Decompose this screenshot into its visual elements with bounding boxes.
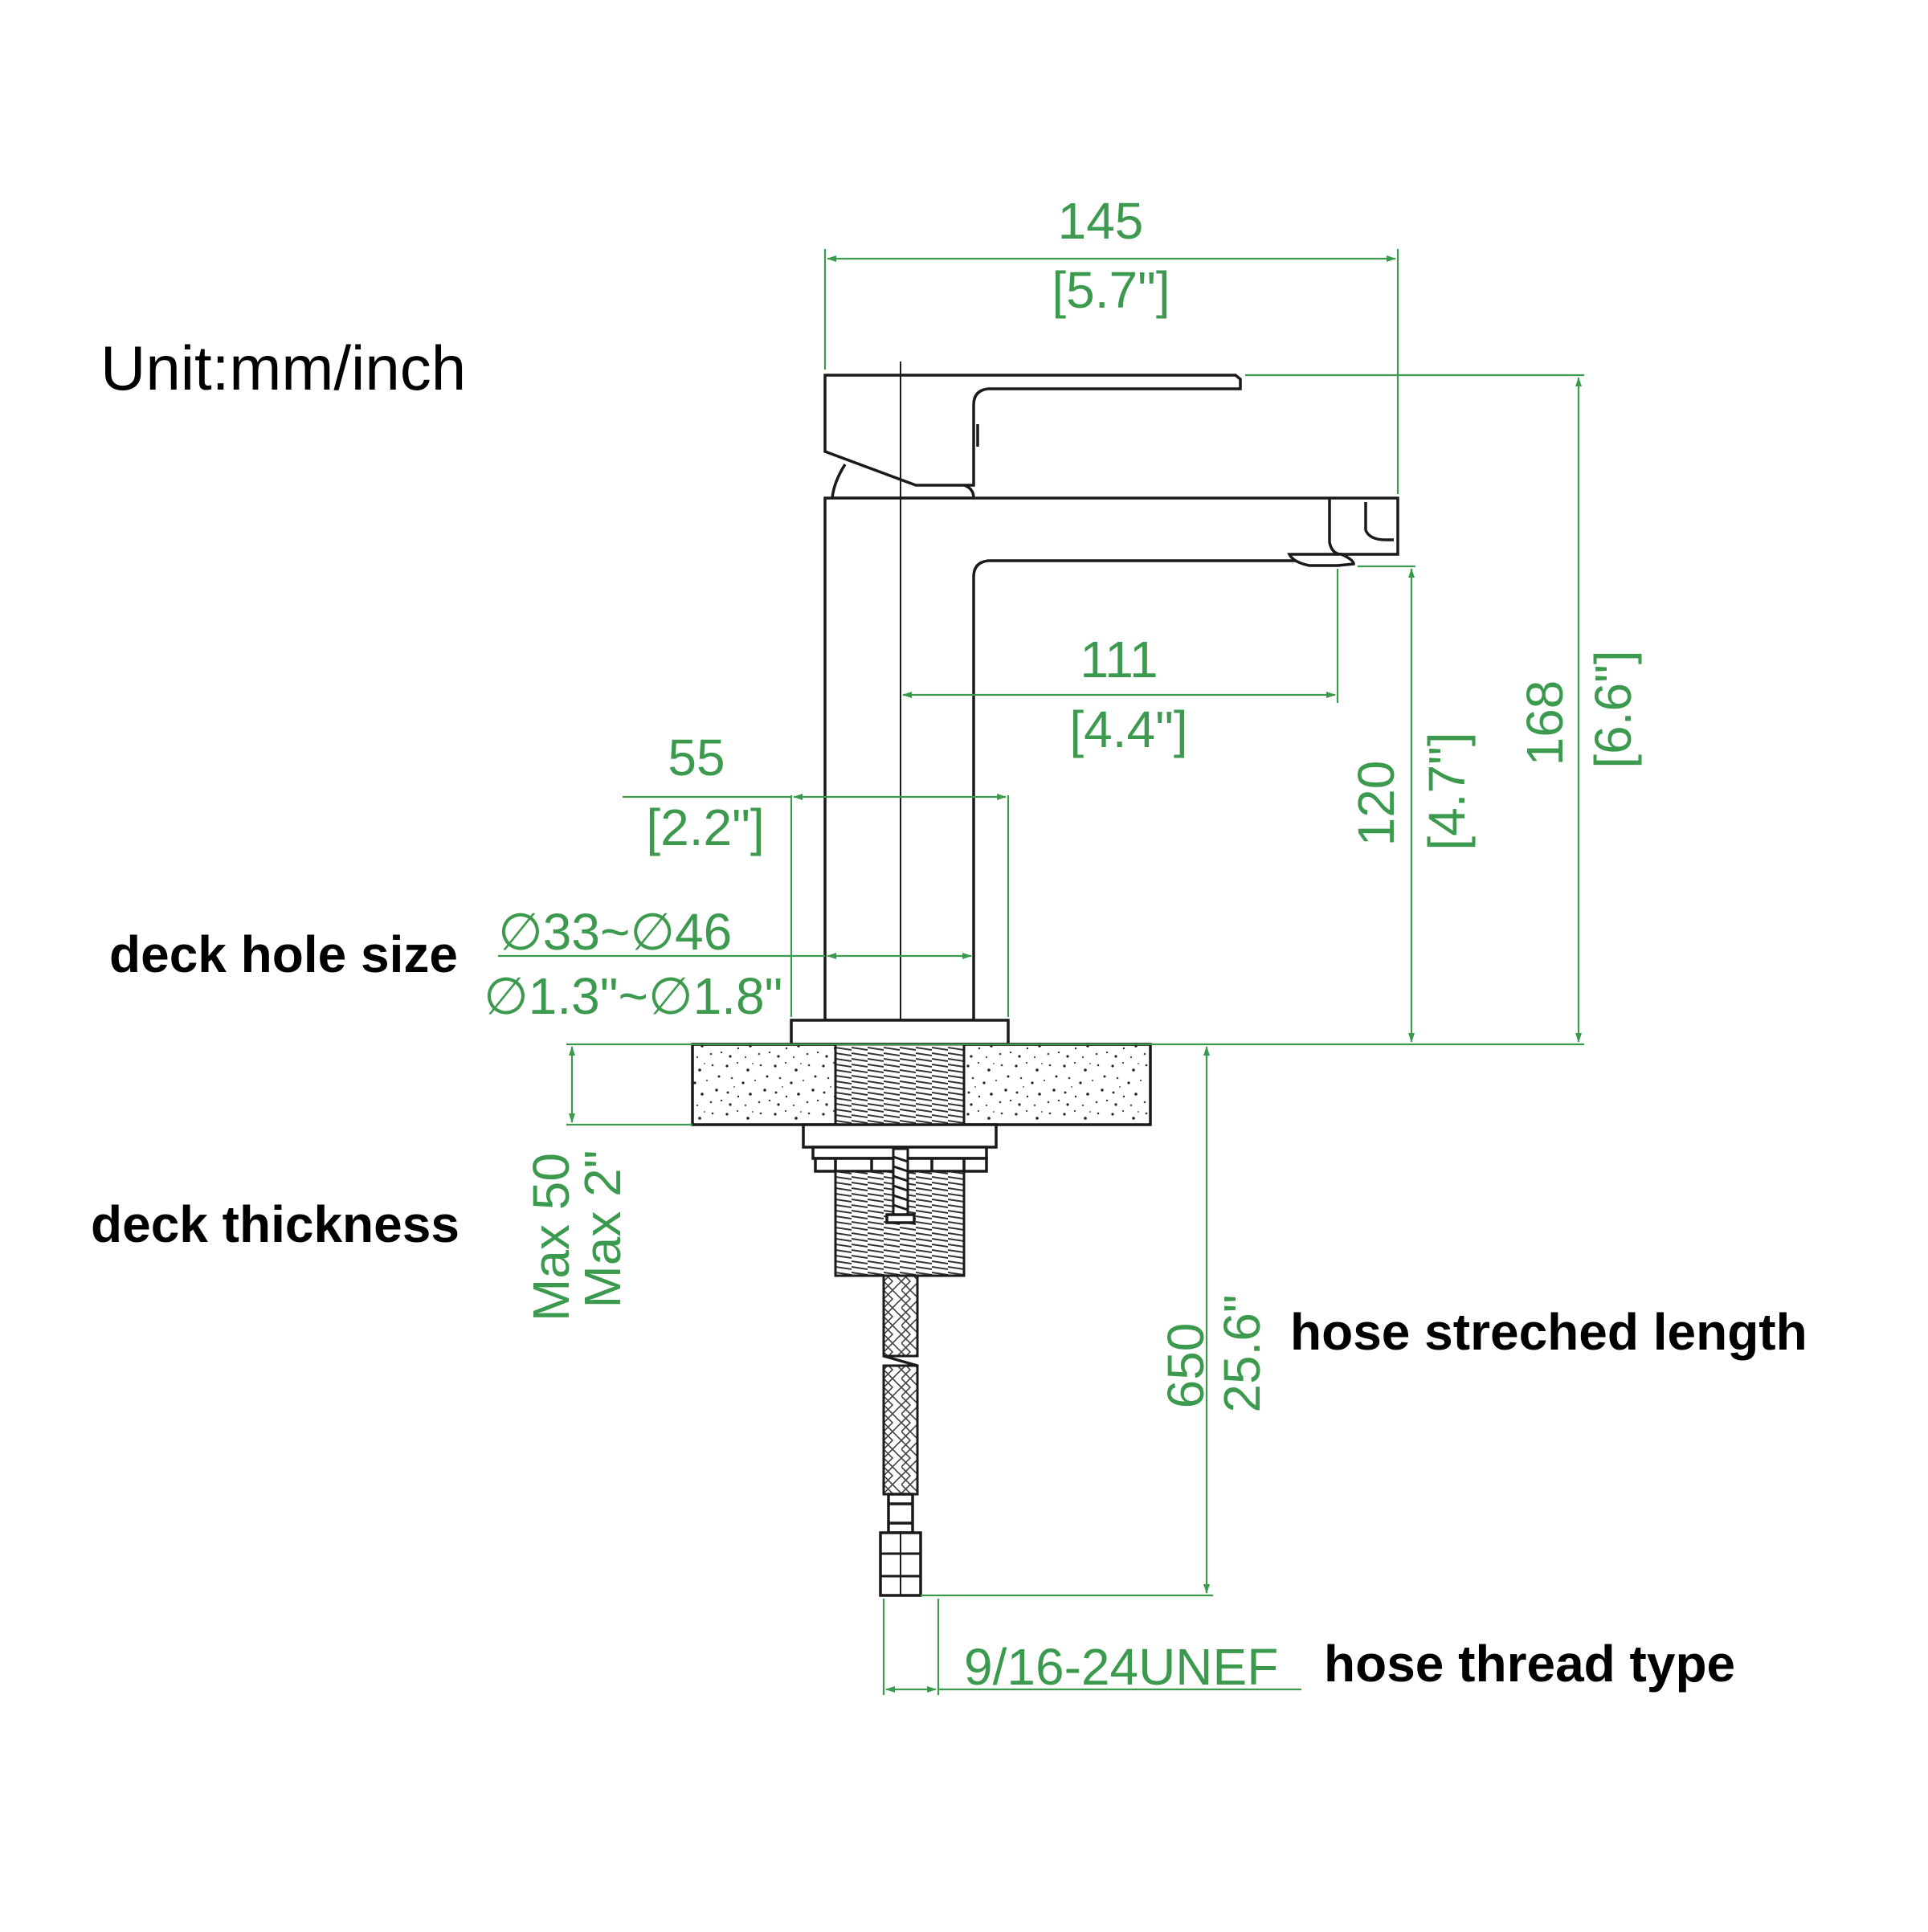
mounting-stud [885,1147,916,1224]
dim-spout-height-mm: 120 [1347,761,1405,847]
dim-hose-length-in: 25.6" [1213,1294,1271,1412]
dim-total-height-in: [6.6"] [1584,650,1642,768]
dim-deck-thickness-in: Max 2" [574,1150,631,1309]
dim-hose-thread: 9/16-24UNEF [964,1638,1278,1696]
dim-spout-height-in: [4.7"] [1418,732,1476,850]
dim-reach-mm: 111 [1080,631,1158,688]
mounting-hardware [802,1123,998,1173]
dim-hole-in: ∅1.3"~∅1.8" [484,967,782,1025]
dim-total-height-mm: 168 [1516,680,1574,766]
threaded-shank-upper [834,1043,966,1126]
label-hose-length: hose streched length [1290,1303,1808,1361]
faucet-body [790,361,1399,1227]
faucet-base [790,1019,1010,1046]
dim-deck-thickness-mm: Max 50 [522,1153,580,1321]
faucet-spout [823,496,1399,1022]
dimension-lines [498,249,1584,1695]
faucet-handle [823,374,1242,487]
dim-reach-in: [4.4"] [1069,701,1187,758]
dim-base-in: [2.2"] [646,799,764,856]
faucet-aerator [1287,553,1355,567]
unit-label: Unit:mm/inch [100,333,466,403]
label-deck-hole-size: deck hole size [109,925,458,983]
braided-hose [879,1274,922,1597]
dim-hose-length-mm: 650 [1157,1323,1215,1409]
dim-width-mm: 145 [1058,192,1144,250]
dim-width-in: [5.7"] [1052,261,1170,319]
dim-base-mm: 55 [668,729,725,786]
dim-hole-mm: ∅33~∅46 [498,903,732,961]
label-deck-thickness: deck thickness [91,1195,460,1253]
label-hose-thread-type: hose thread type [1324,1635,1735,1693]
